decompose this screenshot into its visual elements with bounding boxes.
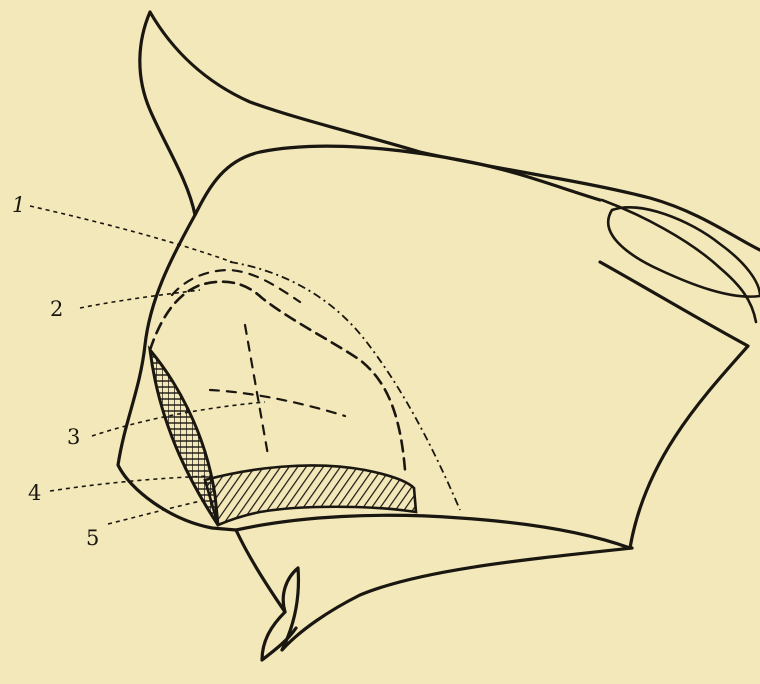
cross-line-horizontal <box>210 390 345 416</box>
label-4: 4 <box>28 481 41 505</box>
cross-line-vertical <box>245 325 268 455</box>
leader-2 <box>80 290 200 308</box>
label-5: 5 <box>86 526 99 550</box>
label-1: 1 <box>12 193 25 217</box>
label-3: 3 <box>67 425 80 449</box>
lower-hook <box>262 612 296 660</box>
medium-dashed-contour <box>172 270 300 302</box>
label-2: 2 <box>50 297 63 321</box>
leader-1 <box>30 206 232 262</box>
crosshatched-region <box>150 350 218 525</box>
lower-process-outline <box>236 530 632 650</box>
